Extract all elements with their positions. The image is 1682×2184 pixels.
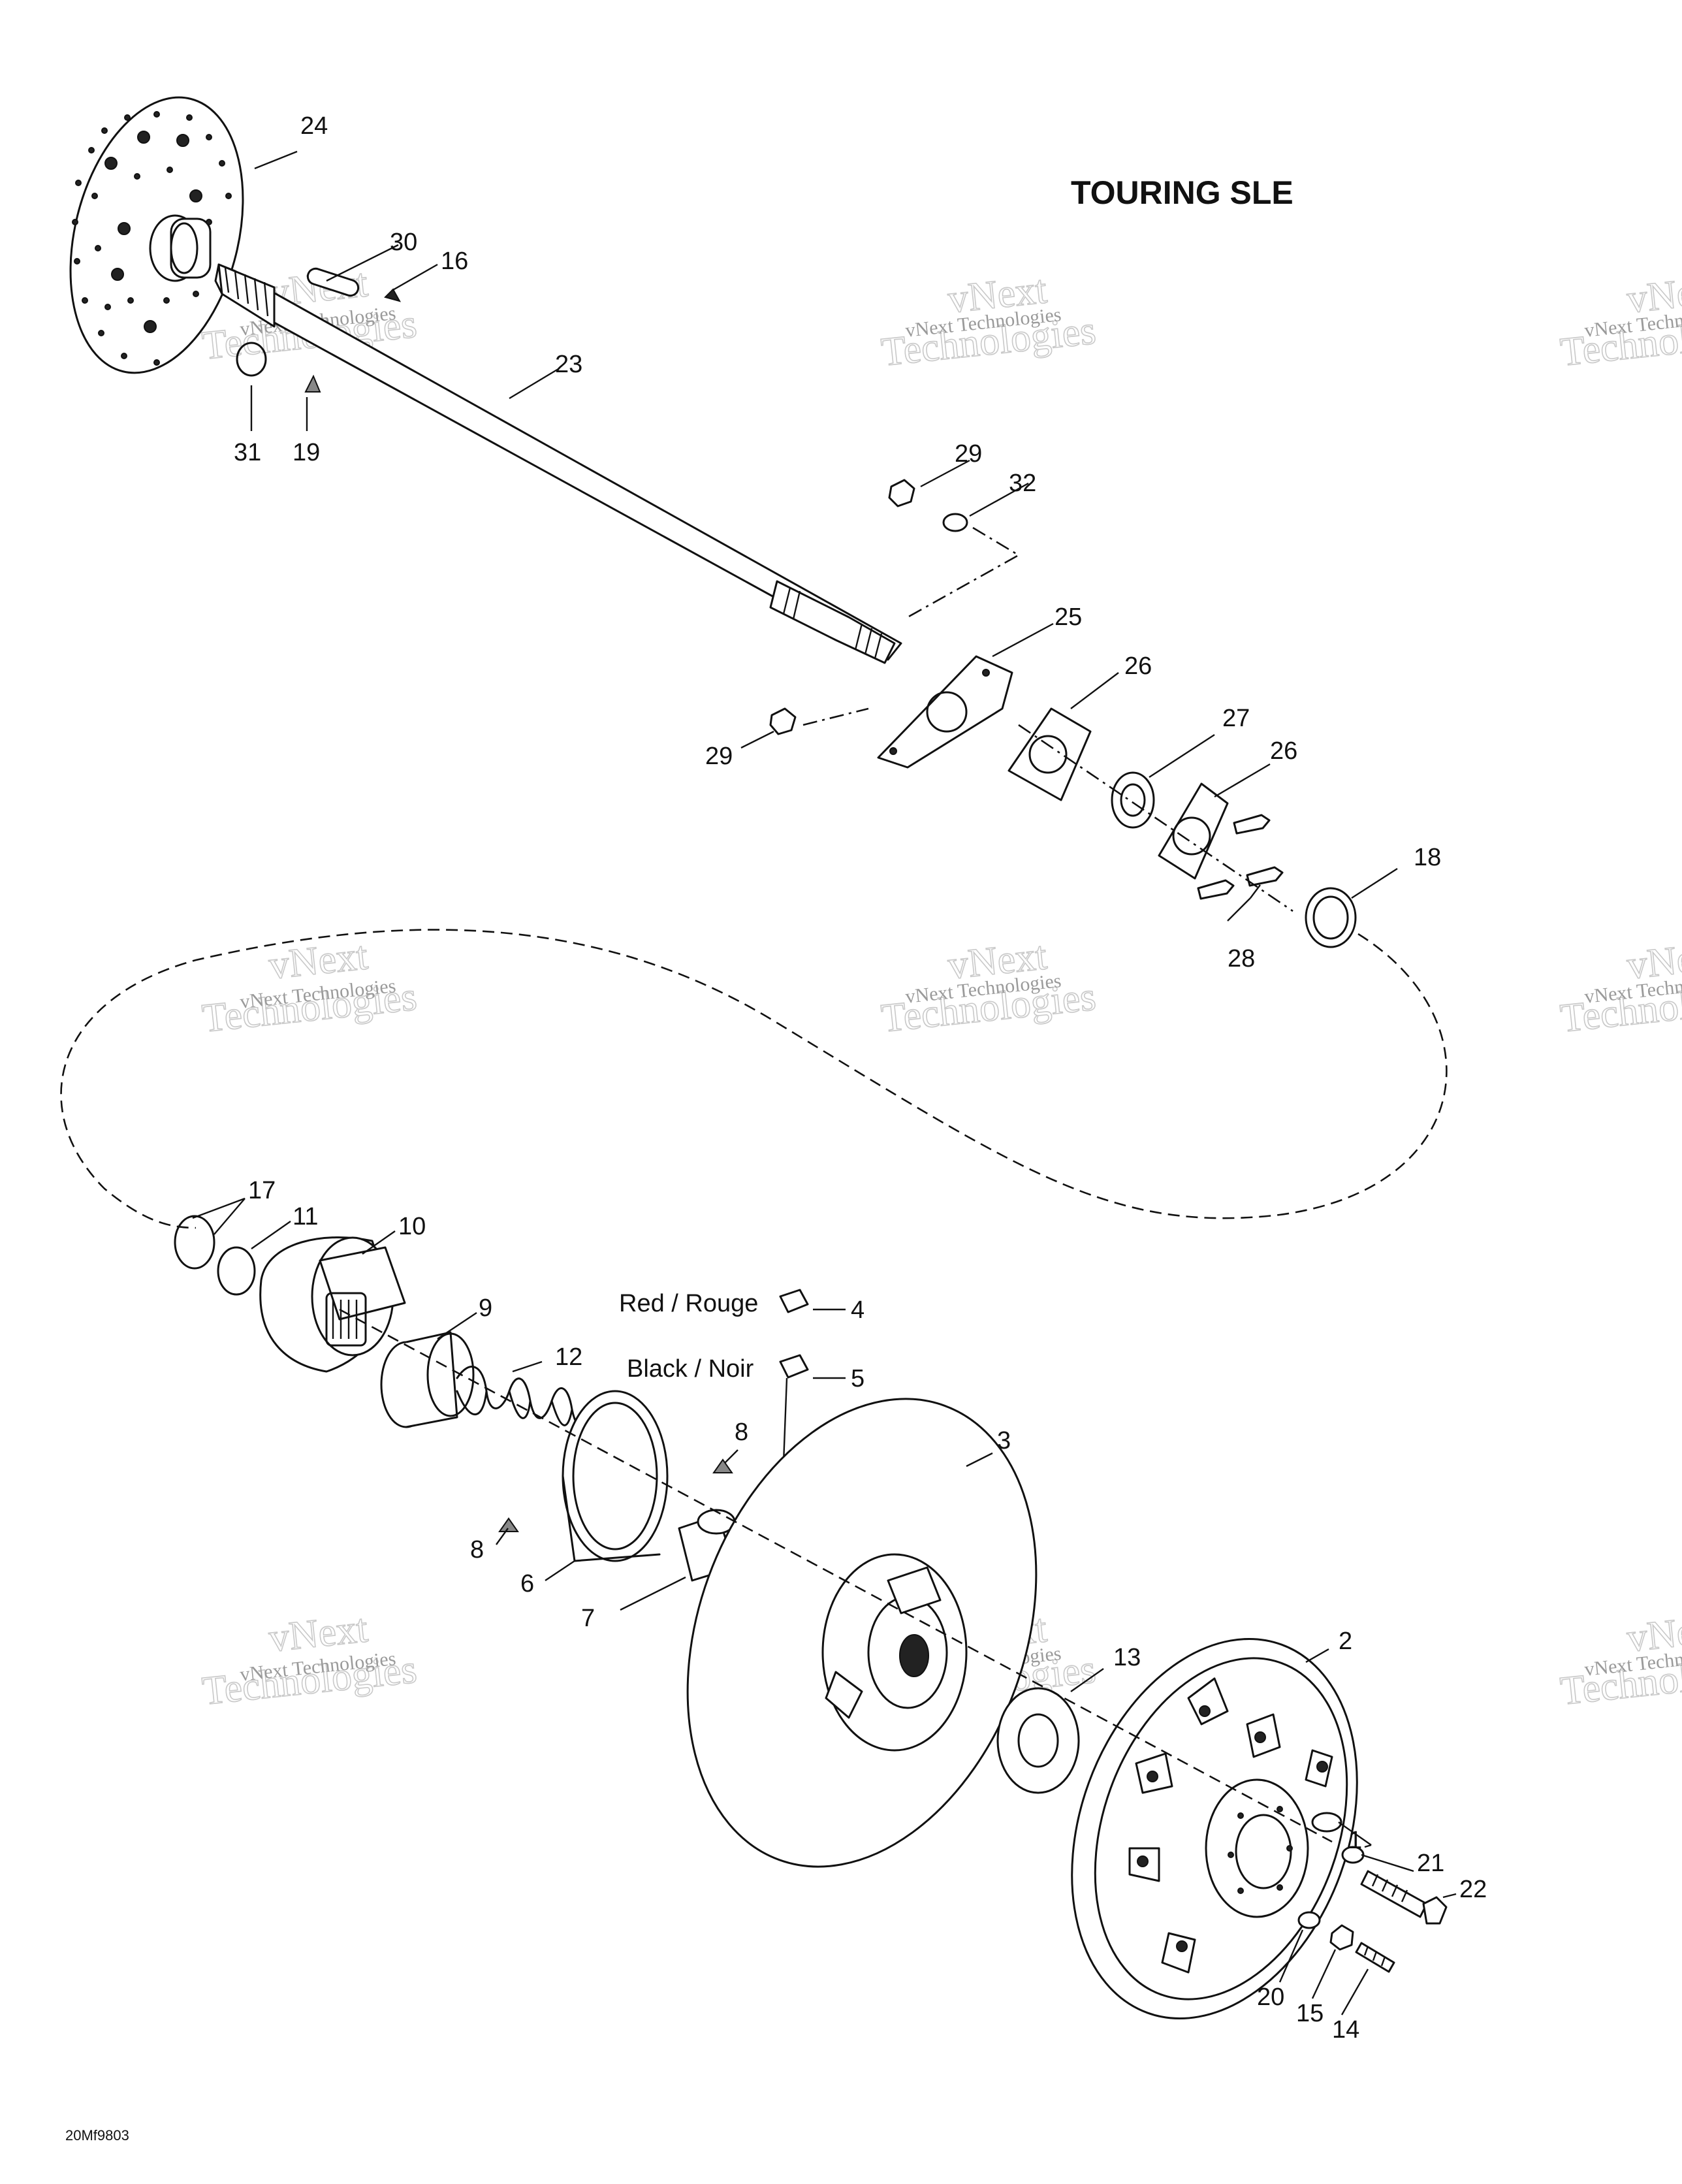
washer: [942, 513, 968, 532]
callout-12: 12: [555, 1343, 582, 1371]
screw-14: [1355, 1942, 1395, 1973]
callout-27: 27: [1222, 705, 1250, 732]
callout-3: 3: [997, 1427, 1011, 1454]
nut-2: [769, 707, 797, 735]
callout-24: 24: [300, 112, 328, 140]
weight-red: [779, 1289, 809, 1313]
bearing-support: [877, 655, 1284, 900]
spring: [456, 1366, 593, 1428]
callout-18: 18: [1414, 844, 1441, 871]
callout-16: 16: [441, 248, 468, 275]
callout-8a: 8: [470, 1536, 484, 1564]
callout-numbers: 1 2 3 4 5 6 7 8 8 9 10 11 12 13 14 15 16…: [234, 112, 1487, 2044]
callout-8b: 8: [735, 1419, 748, 1446]
weight-label-red: Red / Rouge: [619, 1290, 758, 1317]
drawing-code: 20Mf9803: [65, 2127, 129, 2144]
ring-11: [217, 1246, 256, 1296]
callout-20: 20: [1257, 1983, 1284, 2011]
callout-13: 13: [1113, 1644, 1141, 1671]
ring: [1305, 887, 1357, 948]
bushing: [380, 1331, 475, 1428]
callout-15: 15: [1296, 2000, 1324, 2027]
assembly-line-3: [1018, 724, 1293, 912]
nut: [888, 479, 915, 507]
washer-13: [996, 1687, 1080, 1794]
leader-lines: [192, 150, 1457, 2015]
callout-25: 25: [1055, 603, 1082, 631]
callout-1: 1: [1348, 1827, 1362, 1854]
callout-17: 17: [248, 1177, 276, 1204]
assembly-line-2: [802, 707, 869, 726]
weight-black: [779, 1354, 809, 1379]
callout-30: 30: [390, 229, 417, 256]
cam: [259, 1236, 406, 1373]
belt-outline: [60, 929, 1448, 1229]
washer-1: [1311, 1812, 1342, 1833]
watermark-outline: vNext: [946, 267, 1049, 321]
callout-10: 10: [398, 1213, 426, 1240]
movable-sheave: [1071, 1638, 1358, 2019]
callout-26b: 26: [1270, 737, 1297, 765]
callout-14: 14: [1332, 2016, 1359, 2044]
watermark-outline: vNext: [946, 933, 1049, 988]
callout-19: 19: [293, 439, 320, 466]
callout-9: 9: [479, 1294, 492, 1322]
grease-fitting-2: [304, 374, 321, 393]
weight-label-black: Black / Noir: [627, 1355, 754, 1383]
set-screw-2: [712, 1458, 733, 1473]
bolt: [1360, 1870, 1448, 1925]
grease-fitting: [384, 288, 402, 302]
shaft-key: [306, 267, 360, 297]
fixed-sheave: [686, 1398, 1038, 1868]
callout-2: 2: [1339, 1628, 1352, 1655]
callout-6: 6: [520, 1570, 534, 1598]
callout-21: 21: [1417, 1850, 1444, 1877]
nut-15: [1329, 1924, 1354, 1951]
callout-29b: 29: [705, 743, 733, 770]
callout-11: 11: [293, 1203, 318, 1230]
callout-23: 23: [555, 351, 582, 378]
watermark-outline: vNext: [267, 1606, 370, 1660]
callout-4: 4: [851, 1296, 865, 1324]
brake-disc: [69, 96, 244, 374]
callout-28: 28: [1228, 945, 1255, 972]
callout-7: 7: [581, 1605, 595, 1632]
washer-20: [1297, 1911, 1321, 1929]
callout-22: 22: [1459, 1876, 1487, 1903]
driven-shaft: [214, 263, 902, 664]
assembly-line: [907, 526, 1021, 618]
diagram-title: TOURING SLE: [1071, 174, 1293, 211]
callout-29a: 29: [955, 440, 982, 468]
callout-32: 32: [1009, 470, 1036, 497]
set-screw: [498, 1517, 519, 1532]
callout-5: 5: [851, 1365, 865, 1392]
callout-26a: 26: [1124, 652, 1152, 680]
circlip: [236, 342, 267, 377]
snap-ring: [174, 1215, 215, 1270]
assembly-axis: [339, 1308, 1333, 1843]
callout-31: 31: [234, 439, 261, 466]
